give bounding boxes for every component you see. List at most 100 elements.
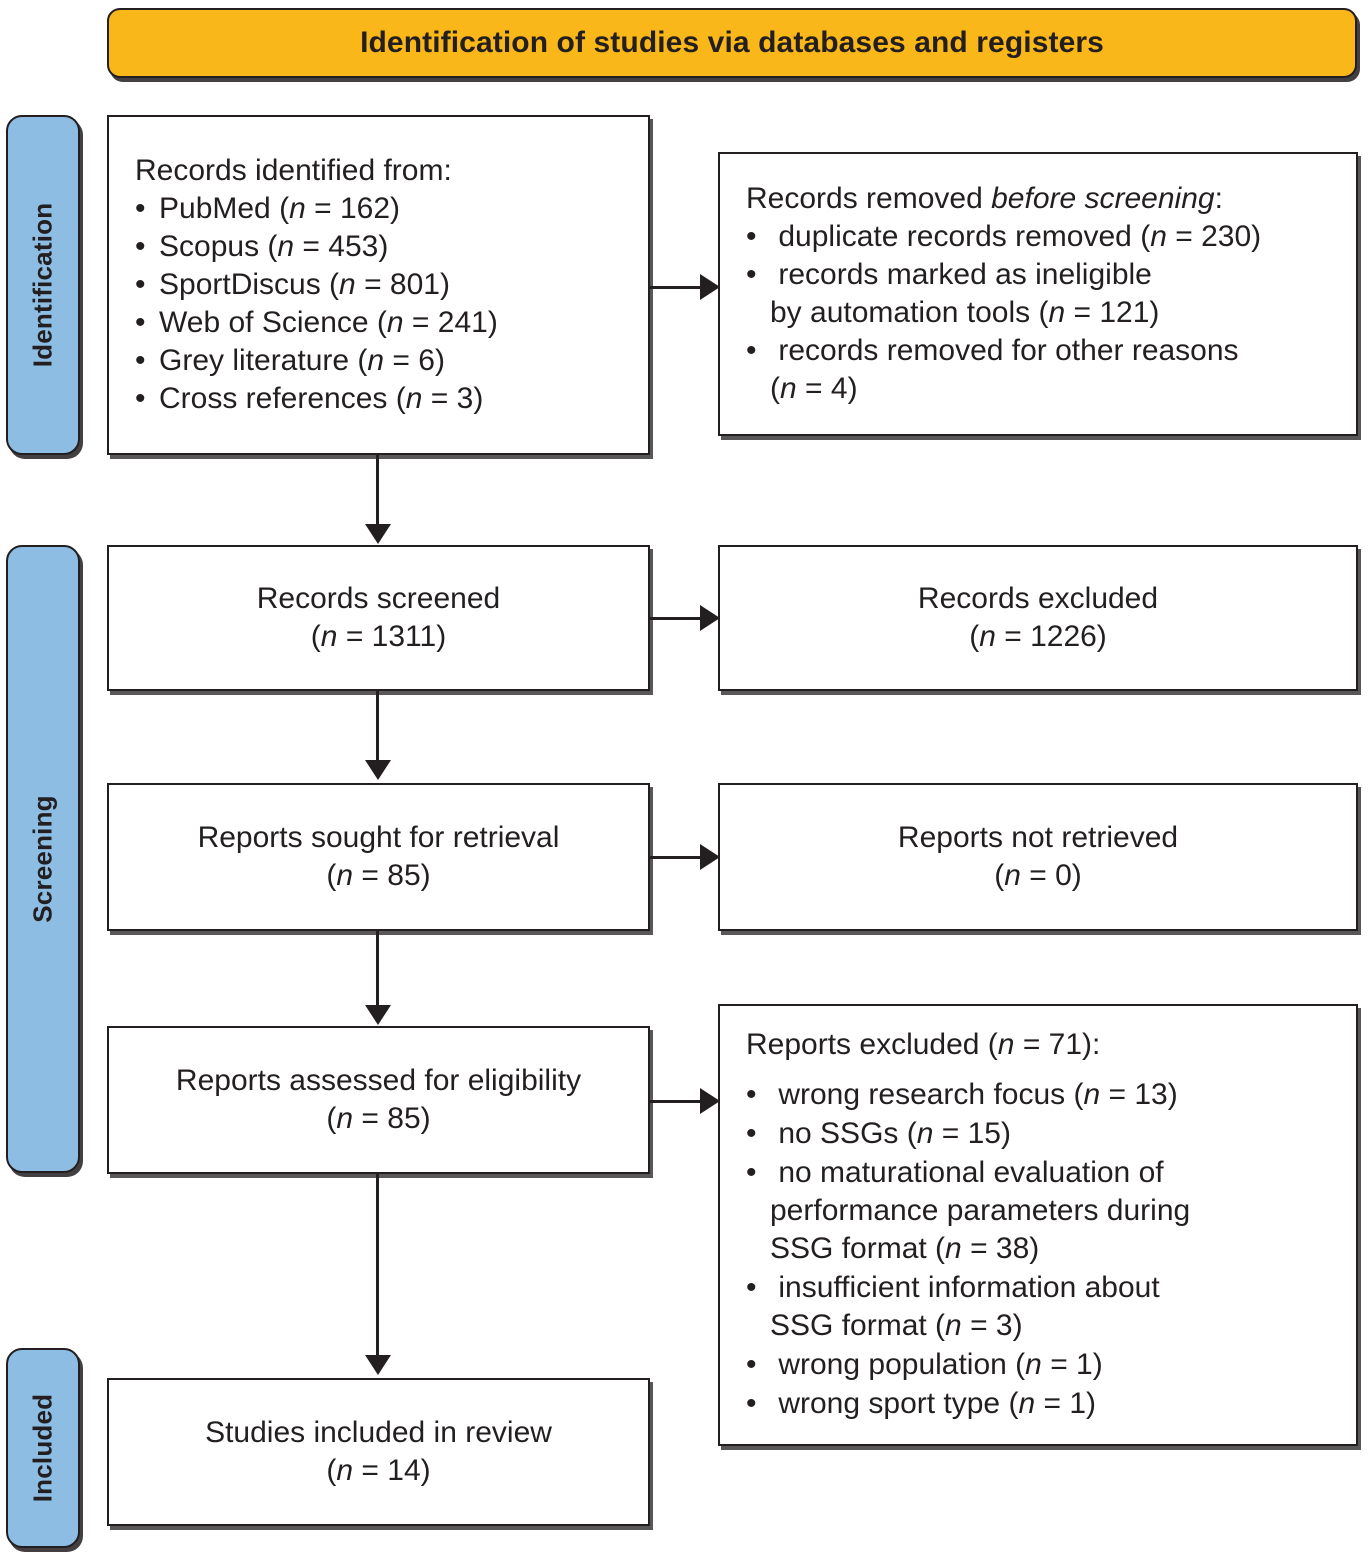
connector-line bbox=[376, 455, 379, 527]
list-item-sub: by automation tools (n = 121) bbox=[770, 296, 1160, 329]
stat-n: n bbox=[339, 267, 356, 301]
stat-n: n bbox=[945, 1309, 962, 1343]
connector-line bbox=[650, 617, 706, 620]
reports-assessed-line2: (n = 85) bbox=[326, 1102, 431, 1135]
stat-n: n bbox=[405, 382, 423, 416]
box-records-identified: Records identified from: PubMed (n = 162… bbox=[107, 115, 650, 455]
connector-line bbox=[376, 1174, 379, 1358]
box-reports-assessed-for-eligibility: Reports assessed for eligibility (n = 85… bbox=[107, 1026, 650, 1174]
reports-not-retrieved-line1: Reports not retrieved bbox=[897, 820, 1179, 854]
list-item: SportDiscus (n = 801) bbox=[135, 266, 498, 304]
box-records-screened: Records screened (n = 1311) bbox=[107, 545, 650, 691]
list-item: wrong research focus (n = 13) bbox=[746, 1076, 1190, 1114]
arrow-right-icon bbox=[700, 274, 720, 300]
records-removed-heading-italic: before screening bbox=[991, 181, 1215, 215]
stat-n: n bbox=[289, 191, 306, 225]
records-removed-heading-prefix: Records removed bbox=[746, 181, 992, 215]
phase-label-screening: Screening bbox=[6, 545, 80, 1173]
diagram-header-banner: Identification of studies via databases … bbox=[107, 8, 1357, 78]
stat-n: n bbox=[277, 229, 295, 263]
records-removed-list: duplicate records removed (n = 230) reco… bbox=[746, 218, 1261, 408]
connector-line bbox=[650, 286, 706, 289]
box-records-removed-before-screening: Records removed before screening: duplic… bbox=[718, 152, 1358, 436]
stat-n: n bbox=[336, 1454, 354, 1487]
list-item-main: wrong research focus (n = 13) bbox=[778, 1077, 1178, 1111]
stat-n: n bbox=[780, 372, 797, 406]
stat-n: n bbox=[997, 1027, 1015, 1061]
arrow-down-icon bbox=[365, 1355, 391, 1375]
stat-n: n bbox=[336, 1102, 354, 1135]
box-records-excluded: Records excluded (n = 1226) bbox=[718, 545, 1358, 691]
stat-n: n bbox=[1025, 1348, 1042, 1382]
list-item: duplicate records removed (n = 230) bbox=[746, 218, 1261, 256]
reports-excluded-list: wrong research focus (n = 13) no SSGs (n… bbox=[746, 1076, 1190, 1425]
list-item: insufficient information about SSG forma… bbox=[746, 1269, 1190, 1345]
list-item: Grey literature (n = 6) bbox=[135, 342, 498, 380]
records-identified-heading: Records identified from: bbox=[135, 153, 452, 187]
phase-label-identification-text: Identification bbox=[27, 202, 58, 368]
list-item: wrong sport type (n = 1) bbox=[746, 1385, 1190, 1423]
diagram-title: Identification of studies via databases … bbox=[360, 26, 1104, 59]
list-item-main: records marked as ineligible bbox=[778, 257, 1152, 291]
arrow-right-icon bbox=[700, 1088, 720, 1114]
reports-excluded-heading: Reports excluded (n = 71): bbox=[746, 1027, 1101, 1061]
list-item-main: no maturational evaluation of bbox=[778, 1155, 1164, 1189]
connector-line bbox=[650, 856, 706, 859]
studies-included-line1: Studies included in review bbox=[205, 1415, 552, 1449]
phase-label-screening-text: Screening bbox=[27, 795, 58, 923]
list-item-main: insufficient information about bbox=[778, 1271, 1160, 1305]
list-item: wrong population (n = 1) bbox=[746, 1346, 1190, 1384]
list-item: Web of Science (n = 241) bbox=[135, 304, 498, 342]
list-item: Cross references (n = 3) bbox=[135, 380, 498, 418]
phase-label-included-text: Included bbox=[27, 1393, 58, 1503]
box-reports-excluded: Reports excluded (n = 71): wrong researc… bbox=[718, 1004, 1358, 1446]
stat-n: n bbox=[320, 620, 338, 653]
stat-n: n bbox=[916, 1116, 934, 1150]
list-item-main: wrong sport type (n = 1) bbox=[778, 1387, 1097, 1421]
reports-sought-line2: (n = 85) bbox=[326, 859, 431, 892]
records-removed-heading-suffix: : bbox=[1214, 181, 1223, 215]
stat-n: n bbox=[979, 620, 996, 653]
arrow-down-icon bbox=[365, 760, 391, 780]
box-reports-sought-for-retrieval: Reports sought for retrieval (n = 85) bbox=[107, 783, 650, 931]
list-item-sub: SSG format (n = 3) bbox=[770, 1309, 1023, 1343]
arrow-down-icon bbox=[365, 1005, 391, 1025]
records-screened-line1: Records screened bbox=[256, 581, 501, 615]
records-removed-heading: Records removed before screening: bbox=[746, 180, 1223, 218]
studies-included-line2: (n = 14) bbox=[326, 1454, 431, 1487]
connector-line bbox=[376, 691, 379, 763]
stat-n: n bbox=[336, 859, 354, 892]
phase-label-included: Included bbox=[6, 1348, 80, 1548]
list-item-main: duplicate records removed (n = 230) bbox=[778, 219, 1262, 253]
stat-n: n bbox=[367, 344, 385, 378]
stat-n: n bbox=[1083, 1077, 1101, 1111]
arrow-down-icon bbox=[365, 524, 391, 544]
list-item-main: records removed for other reasons bbox=[778, 334, 1239, 368]
records-excluded-line1: Records excluded bbox=[917, 581, 1159, 615]
list-item: PubMed (n = 162) bbox=[135, 190, 498, 228]
list-item: no maturational evaluation of performanc… bbox=[746, 1154, 1190, 1268]
reports-sought-line1: Reports sought for retrieval bbox=[197, 820, 560, 854]
reports-not-retrieved-line2: (n = 0) bbox=[994, 859, 1082, 892]
stat-n: n bbox=[1018, 1387, 1036, 1421]
list-item: no SSGs (n = 15) bbox=[746, 1115, 1190, 1153]
box-studies-included-in-review: Studies included in review (n = 14) bbox=[107, 1378, 650, 1526]
stat-n: n bbox=[386, 306, 404, 340]
list-item: records removed for other reasons (n = 4… bbox=[746, 332, 1261, 408]
box-reports-not-retrieved: Reports not retrieved (n = 0) bbox=[718, 783, 1358, 931]
stat-n: n bbox=[945, 1232, 962, 1265]
records-screened-line2: (n = 1311) bbox=[310, 620, 447, 653]
stat-n: n bbox=[1150, 219, 1167, 253]
list-item: records marked as ineligible by automati… bbox=[746, 256, 1261, 332]
records-identified-list: PubMed (n = 162) Scopus (n = 453) SportD… bbox=[135, 190, 498, 419]
list-item-main: wrong population (n = 1) bbox=[778, 1348, 1103, 1382]
list-item-main: no SSGs (n = 15) bbox=[778, 1116, 1011, 1150]
list-item-sub: (n = 4) bbox=[770, 372, 858, 406]
reports-assessed-line1: Reports assessed for eligibility bbox=[175, 1063, 582, 1097]
records-excluded-line2: (n = 1226) bbox=[969, 620, 1107, 653]
arrow-right-icon bbox=[700, 844, 720, 870]
list-item: Scopus (n = 453) bbox=[135, 228, 498, 266]
connector-line bbox=[376, 931, 379, 1008]
